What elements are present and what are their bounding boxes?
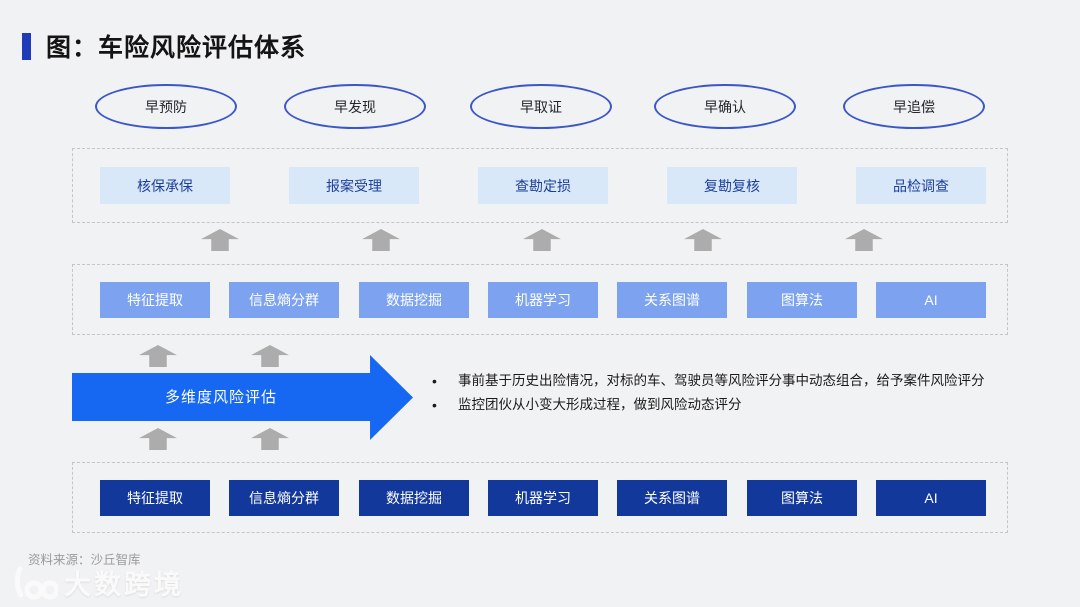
title-accent-bar xyxy=(22,32,31,60)
bullet-icon: • xyxy=(432,397,437,413)
note-text: 监控团伙从小变大形成过程，做到风险动态评分 xyxy=(458,397,742,412)
tech-container xyxy=(72,264,1008,335)
up-arrow-icon xyxy=(201,229,239,251)
tech-box: 数据挖掘 xyxy=(359,282,469,318)
stage-ellipse-confirm: 早确认 xyxy=(654,84,796,129)
model-box: 特征提取 xyxy=(100,480,210,516)
up-arrow-icon xyxy=(251,345,289,367)
stage-ellipse-evidence: 早取证 xyxy=(470,84,612,129)
note-text: 事前基于历史出险情况，对标的车、驾驶员等风险评分事中动态组合，给予案件风险评分 xyxy=(458,373,985,388)
up-arrow-icon xyxy=(845,229,883,251)
title-block: 图：车险风险评估体系 xyxy=(22,28,306,64)
model-box: 数据挖掘 xyxy=(359,480,469,516)
stage-ellipse-prevention: 早预防 xyxy=(95,84,237,129)
tech-box: AI xyxy=(876,282,986,318)
up-arrow-icon xyxy=(139,428,177,450)
model-container xyxy=(72,462,1008,533)
process-box: 查勘定损 xyxy=(478,167,608,204)
process-box: 报案受理 xyxy=(289,167,419,204)
up-arrow-icon xyxy=(523,229,561,251)
process-box: 核保承保 xyxy=(100,167,230,204)
process-box: 复勘复核 xyxy=(667,167,797,204)
up-arrow-icon xyxy=(684,229,722,251)
watermark: 大数跨境 xyxy=(12,563,184,602)
process-container xyxy=(72,148,1008,223)
watermark-logo-icon xyxy=(14,566,58,599)
stage-ellipse-detection: 早发现 xyxy=(284,84,426,129)
tech-box: 关系图谱 xyxy=(617,282,727,318)
stage-ellipse-recovery: 早追偿 xyxy=(843,84,985,129)
tech-box: 信息熵分群 xyxy=(229,282,339,318)
source-note: 资料来源：沙丘智库 xyxy=(28,553,141,567)
tech-box: 特征提取 xyxy=(100,282,210,318)
model-box: 图算法 xyxy=(747,480,857,516)
model-box: AI xyxy=(876,480,986,516)
multidimensional-risk-arrow: 多维度风险评估 xyxy=(72,355,413,440)
model-box: 信息熵分群 xyxy=(229,480,339,516)
up-arrow-icon xyxy=(362,229,400,251)
tech-box: 图算法 xyxy=(747,282,857,318)
note-item: • 监控团伙从小变大形成过程，做到风险动态评分 xyxy=(432,395,1058,415)
model-box: 机器学习 xyxy=(488,480,598,516)
multidimensional-risk-label: 多维度风险评估 xyxy=(165,389,278,407)
up-arrow-icon xyxy=(251,428,289,450)
watermark-text: 大数跨境 xyxy=(64,570,184,600)
bullet-icon: • xyxy=(432,373,437,389)
tech-box: 机器学习 xyxy=(488,282,598,318)
up-arrow-icon xyxy=(139,345,177,367)
risk-notes: • 事前基于历史出险情况，对标的车、驾驶员等风险评分事中动态组合，给予案件风险评… xyxy=(432,371,1058,419)
model-box: 关系图谱 xyxy=(617,480,727,516)
process-box: 品检调查 xyxy=(856,167,986,204)
page-title: 图：车险风险评估体系 xyxy=(46,34,307,62)
note-item: • 事前基于历史出险情况，对标的车、驾驶员等风险评分事中动态组合，给予案件风险评… xyxy=(432,371,1058,391)
